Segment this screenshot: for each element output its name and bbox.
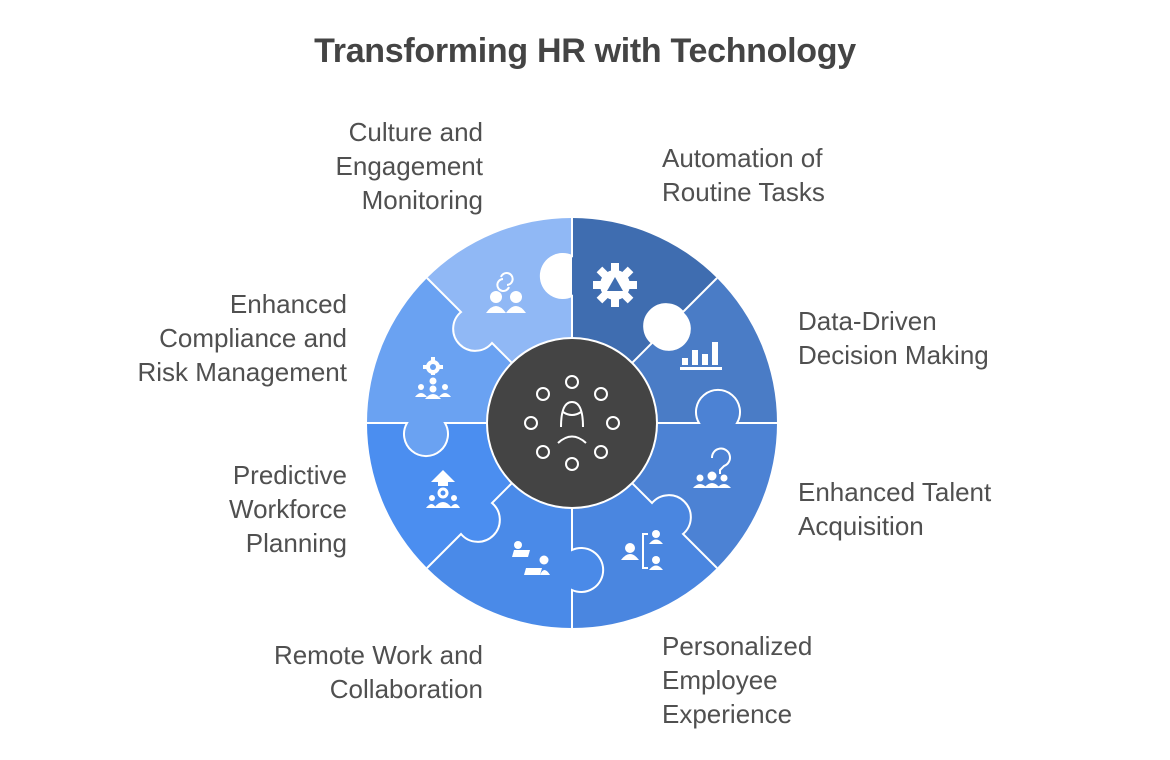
label-personalized-experience: Personalized Employee Experience (662, 631, 813, 729)
label-talent-acquisition: Enhanced Talent Acquisition (798, 477, 992, 541)
gear-team-compliance-icon (415, 357, 451, 399)
label-automation: Automation of Routine Tasks (662, 143, 825, 207)
center-hub (488, 339, 656, 507)
org-branch-people-icon (621, 530, 663, 570)
talent-search-people-icon (693, 447, 731, 488)
segment-seams (367, 218, 777, 628)
label-compliance-risk: Enhanced Compliance and Risk Management (137, 289, 347, 387)
segment-data-driven (632, 278, 777, 423)
gear-gear-automation-icon (593, 263, 637, 307)
label-culture-engagement: Culture and Engagement Monitoring (335, 117, 483, 215)
label-predictive-planning: Predictive Workforce Planning (229, 460, 347, 558)
engagement-people-cycle-icon (486, 272, 526, 313)
segment-personalized-experience (572, 483, 717, 629)
segment-talent-acquisition (632, 389, 777, 568)
bar-chart-icon (680, 342, 722, 370)
remote-laptop-people-icon (512, 541, 550, 575)
label-remote-work: Remote Work and Collaboration (273, 640, 483, 704)
hr-network-people-icon (524, 375, 620, 471)
page-title: Transforming HR with Technology (314, 32, 856, 70)
label-data-driven: Data-Driven Decision Making (798, 306, 989, 370)
segment-automation (572, 217, 717, 363)
growth-arrow-people-icon (426, 470, 460, 508)
